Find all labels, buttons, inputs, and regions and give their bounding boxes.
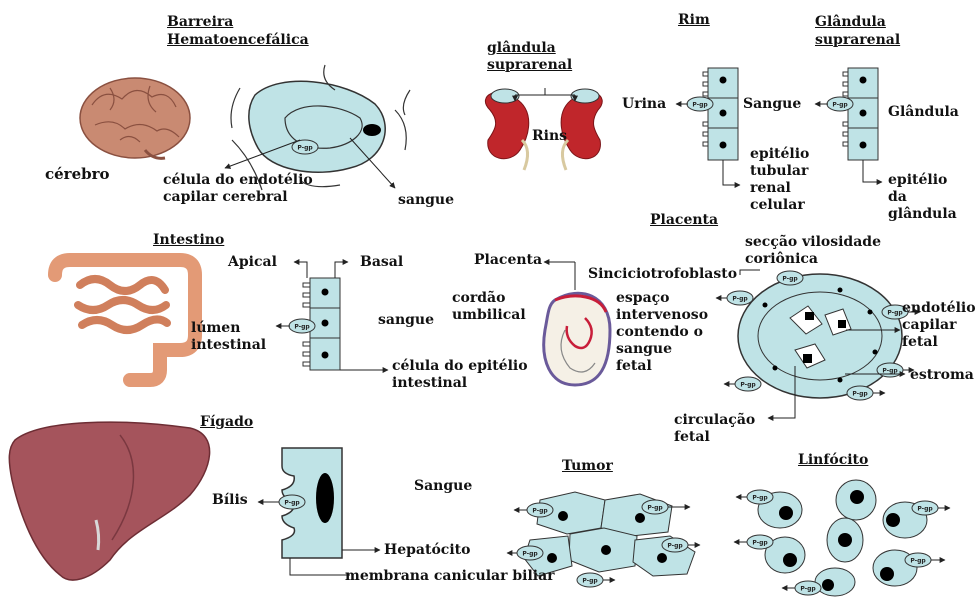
canalicular-membrane-label: membrana canicular biliar [345, 568, 555, 585]
pgp-label: P-gp [832, 102, 848, 109]
pgp-label: P-gp [297, 145, 313, 152]
adrenal-gland-side-label: Glândula [888, 104, 959, 121]
tumor-title: Tumor [562, 458, 613, 475]
adrenal-title-line2: suprarenal [815, 32, 900, 49]
pgp-label: P-gp [917, 506, 933, 513]
bbb-title-line1: Barreira [167, 14, 233, 31]
lymphocyte-title: Linfócito [798, 452, 868, 469]
pgp-label: P-gp [882, 368, 898, 375]
basal-label: Basal [360, 254, 403, 271]
intestine-illustration [55, 260, 195, 380]
pgp-label: P-gp [740, 382, 756, 389]
pgp-label: P-gp [692, 102, 708, 109]
urine-label: Urina [622, 96, 666, 113]
adrenal-title-line1: Glândula [815, 14, 886, 31]
fetal-circulation-label: circulação fetal [674, 412, 755, 446]
pgp-label: P-gp [667, 543, 683, 550]
chorionic-villus-section [716, 270, 920, 418]
adrenal-epithelium [815, 68, 882, 182]
liver-illustration [9, 422, 209, 580]
kidney-epithelium [676, 68, 740, 185]
fetal-endothelium-label: endotélio capilar fetal [902, 300, 976, 351]
kidney-title: Rim [678, 12, 710, 29]
pgp-label: P-gp [782, 276, 798, 283]
kidneys-label: Rins [532, 128, 567, 145]
placenta-title: Placenta [650, 212, 718, 229]
intervillous-space-label: espaço intervenoso contendo o sangue fet… [616, 290, 708, 375]
brain-label: cérebro [45, 166, 110, 183]
pgp-label: P-gp [752, 495, 768, 502]
pgp-label: P-gp [522, 551, 538, 558]
bbb-title-line2: Hematoencefálica [167, 32, 309, 49]
brain-illustration [80, 78, 190, 158]
pgp-label: P-gp [752, 540, 768, 547]
intestine-title: Intestino [153, 232, 224, 249]
pgp-label: P-gp [284, 500, 300, 507]
pgp-label: P-gp [732, 296, 748, 303]
syncytiotrophoblast-label: Sinciciotrofoblasto [588, 266, 737, 283]
pgp-label: P-gp [887, 310, 903, 317]
pgp-label: P-gp [294, 324, 310, 331]
pgp-label: P-gp [800, 586, 816, 593]
chorionic-section-label: secção vilosidade coriônica [745, 234, 881, 268]
pgp-label: P-gp [582, 578, 598, 585]
kidney-epithelium-label: epitélio tubular renal celular [750, 146, 809, 214]
hepatocyte-label: Hepatócito [384, 542, 470, 559]
pgp-label: P-gp [532, 508, 548, 515]
liver-blood-label: Sangue [414, 478, 472, 495]
bile-label: Bílis [212, 492, 248, 509]
stroma-label: estroma [910, 367, 974, 384]
liver-title: Fígado [200, 414, 253, 431]
umbilical-cord-label: cordão umbilical [452, 290, 526, 324]
apical-label: Apical [228, 254, 277, 271]
bbb-cell-label: célula do endotélio capilar cerebral [163, 172, 313, 206]
pgp-label: P-gp [852, 391, 868, 398]
adrenal-blood-label: Sangue [743, 96, 801, 113]
lumen-label: lúmen intestinal [191, 320, 266, 354]
placenta-label: Placenta [474, 252, 542, 269]
intestine-blood-label: sangue [378, 312, 434, 329]
intestine-epithelium [276, 262, 388, 370]
bbb-blood-label: sangue [398, 192, 454, 209]
adrenal-epithelium-label: epitélio da glândula [888, 172, 957, 223]
pgp-label: P-gp [910, 558, 926, 565]
pgp-label: P-gp [647, 505, 663, 512]
intestine-cell-label: célula do epitélio intestinal [392, 358, 528, 392]
adrenal-gland-label: glândula suprarenal [487, 40, 572, 74]
hepatocyte-cell [258, 448, 380, 575]
